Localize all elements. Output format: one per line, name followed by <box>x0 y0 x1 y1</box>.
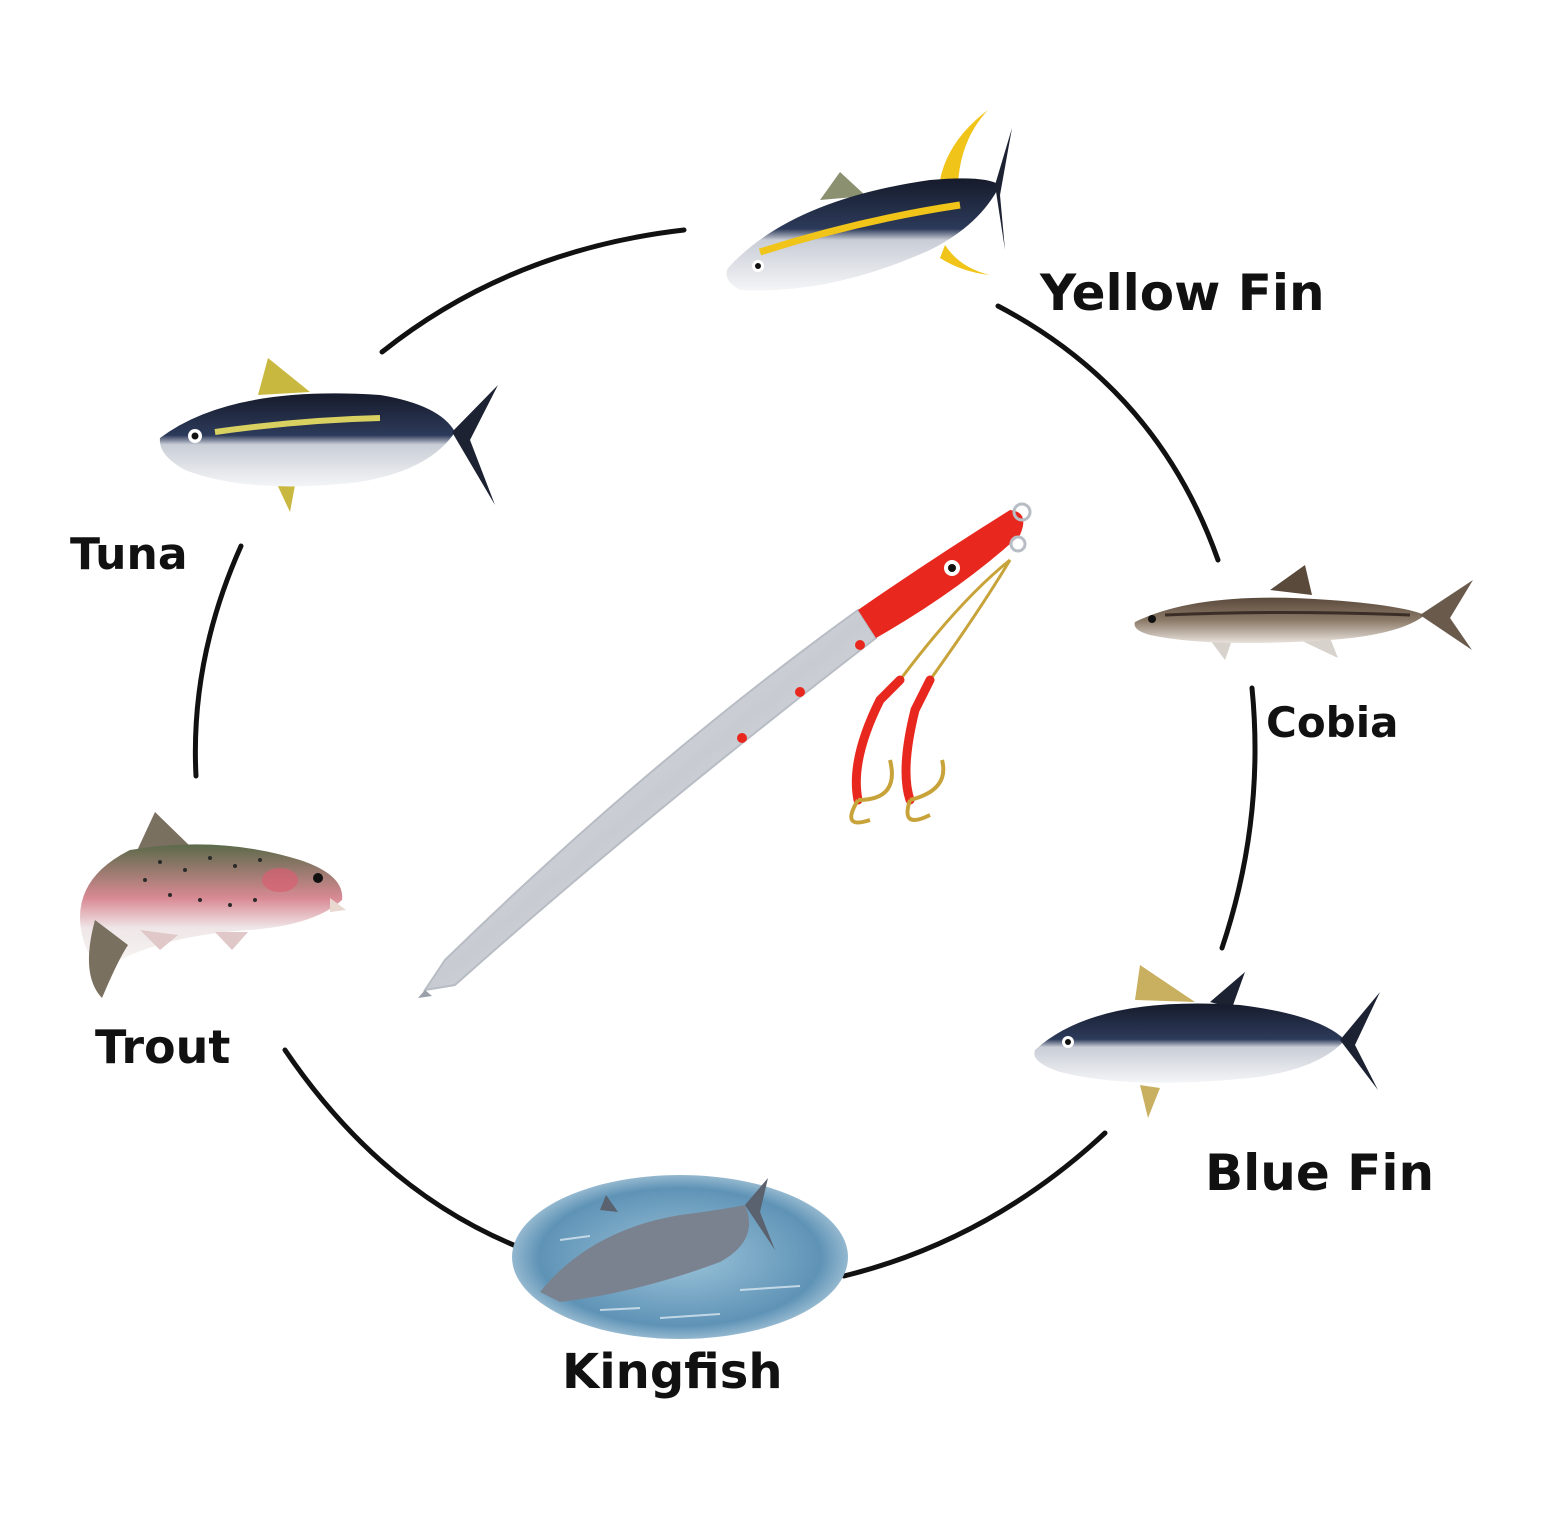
arc-cobia-to-bluefin <box>1219 685 1258 951</box>
bluefin-fish-image <box>1034 965 1380 1118</box>
arc-trout-to-tuna <box>192 543 244 779</box>
label-blue-fin: Blue Fin <box>1205 1144 1435 1202</box>
tuna-fish-image <box>159 358 498 512</box>
label-cobia: Cobia <box>1266 698 1399 747</box>
label-tuna: Tuna <box>70 529 188 580</box>
arc-tuna-to-yellowfin <box>379 227 687 355</box>
ring-arcs <box>192 227 1258 1279</box>
arc-bluefin-to-kingfish <box>841 1130 1108 1279</box>
kingfish-photo-image <box>512 1175 848 1339</box>
cobia-fish-image <box>1134 565 1473 660</box>
label-kingfish: Kingfish <box>562 1344 783 1400</box>
arc-kingfish-to-trout <box>282 1047 519 1249</box>
arc-yellowfin-to-cobia <box>995 303 1221 563</box>
label-yellow-fin: Yellow Fin <box>1040 264 1325 322</box>
trout-fish-image <box>80 812 346 998</box>
label-trout: Trout <box>95 1020 231 1074</box>
yellowfin-fish-image <box>726 110 1012 291</box>
jig-lure-image <box>418 502 1032 998</box>
